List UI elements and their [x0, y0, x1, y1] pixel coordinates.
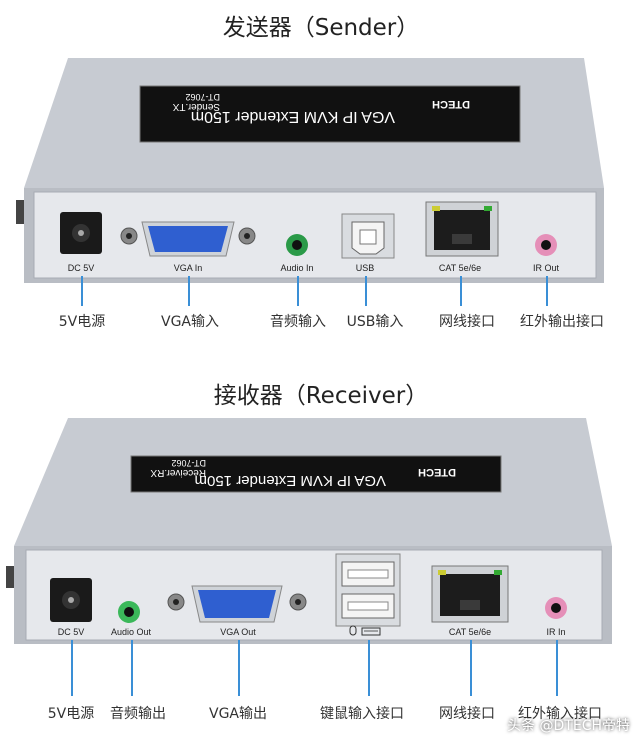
receiver-sticker-product: VGA IP KVM Extender 150m — [195, 472, 386, 489]
sender-callout-line — [297, 276, 299, 306]
sender-port-label-cat: CAT 5e/6e — [438, 263, 482, 273]
sender-callout-network: 网线接口 — [439, 314, 495, 330]
sender-sticker-product: VGA IP KVM Extender 150m — [191, 108, 395, 125]
receiver-callout-line — [131, 640, 133, 696]
sender-audio-jack — [292, 240, 302, 250]
watermark: 头条 @DTECH帝特 — [507, 718, 630, 734]
receiver-sticker-unit: Receiver.RX — [150, 467, 206, 478]
sender-sticker-model: DT-7062 — [185, 92, 220, 102]
sender-ir-jack — [541, 240, 551, 250]
sender-callout-line — [81, 276, 83, 306]
sender-port-label-ir: IR Out — [532, 263, 560, 273]
sender-port-label-vga: VGA In — [173, 263, 203, 273]
receiver-device-image: DTECH VGA IP KVM Extender 150m DT-7062 R… — [6, 418, 612, 644]
sender-sticker-brand: DTECH — [432, 98, 470, 110]
sender-callout-line — [460, 276, 462, 306]
receiver-port-label-ir: IR In — [546, 627, 566, 637]
receiver-callout-network: 网线接口 — [439, 706, 495, 722]
sender-callout-line — [188, 276, 190, 306]
receiver-callout-line — [470, 640, 472, 696]
sender-callout-vga: VGA输入 — [160, 314, 220, 330]
receiver-callout-power: 5V电源 — [47, 706, 95, 722]
sender-port-label-usb: USB — [355, 263, 375, 273]
sender-callout-audio: 音频输入 — [270, 314, 326, 330]
sender-port-label-dc: DC 5V — [67, 263, 95, 273]
receiver-port-label-dc: DC 5V — [57, 627, 85, 637]
receiver-port-label-audio: Audio Out — [110, 627, 152, 637]
keyboard-icon — [361, 627, 381, 636]
receiver-callout-line — [556, 640, 558, 696]
receiver-ir-jack — [551, 603, 561, 613]
receiver-port-label-vga: VGA Out — [220, 627, 256, 637]
sender-side-screw — [16, 200, 24, 224]
receiver-sticker-brand: DTECH — [418, 466, 456, 478]
sender-title: 发送器（Sender） — [222, 15, 420, 41]
receiver-callout-keyboard-mouse: 键鼠输入接口 — [320, 706, 404, 722]
receiver-audio-jack — [124, 607, 134, 617]
receiver-sticker — [130, 455, 502, 493]
receiver-callout-line — [368, 640, 370, 696]
sender-callout-power: 5V电源 — [58, 314, 106, 330]
receiver-callout-line — [238, 640, 240, 696]
sender-device-image: DTECH VGA IP KVM Extender 150m DT-7062 S… — [16, 58, 604, 283]
sender-sticker-unit: Sender.TX — [172, 101, 220, 112]
sender-port-label-audio: Audio In — [280, 263, 314, 273]
receiver-callout-audio: 音频输出 — [110, 706, 166, 722]
sender-callout-line — [546, 276, 548, 306]
receiver-callout-vga: VGA输出 — [208, 706, 268, 722]
receiver-title: 接收器（Receiver） — [213, 383, 429, 409]
receiver-callout-ir: 红外输入接口 — [518, 706, 602, 722]
receiver-sticker-model: DT-7062 — [171, 458, 206, 468]
receiver-callout-line — [71, 640, 73, 696]
sender-callout-line — [365, 276, 367, 306]
sender-callout-usb: USB输入 — [346, 314, 404, 330]
mouse-icon — [349, 625, 357, 636]
sender-callout-ir: 红外输出接口 — [520, 314, 604, 330]
sender-front-panel — [33, 191, 597, 279]
sender-sticker — [139, 85, 521, 143]
receiver-port-label-cat: CAT 5e/6e — [448, 627, 492, 637]
